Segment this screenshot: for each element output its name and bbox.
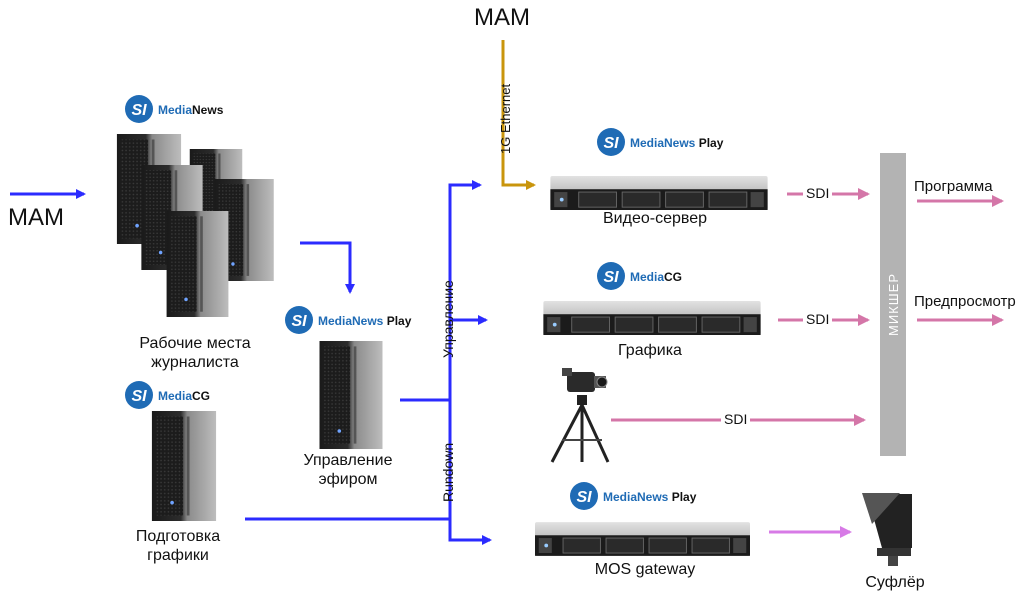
si-logo-icon: SI bbox=[125, 95, 153, 123]
graphics-label: Графика bbox=[618, 342, 682, 359]
si-logo-icon: SI bbox=[285, 306, 313, 334]
rundown-link-label: Rundown bbox=[440, 442, 456, 502]
graphics-prep-label: Подготовка графики bbox=[135, 528, 221, 564]
svg-text:SI: SI bbox=[603, 135, 619, 152]
si-logo-icon: SI bbox=[570, 482, 598, 510]
si-logo-icon: SI bbox=[597, 262, 625, 290]
video-server-label: Видео-сервер bbox=[603, 210, 707, 227]
svg-text:SI: SI bbox=[131, 102, 147, 119]
si-logo-icon: SI bbox=[597, 128, 625, 156]
mos-gateway-label: MOS gateway bbox=[594, 561, 696, 578]
control-link-label: Управление bbox=[440, 280, 456, 358]
mixer-panel bbox=[880, 153, 906, 456]
camera-tripod-icon bbox=[550, 368, 610, 463]
ethernet-label: 1G Ethernet bbox=[498, 83, 513, 154]
program-output-label: Программа bbox=[914, 178, 993, 195]
journalist-workstations bbox=[116, 134, 274, 317]
journalist-workstations-label: Рабочие места журналиста bbox=[139, 335, 251, 371]
graphics-server-icon bbox=[542, 301, 762, 335]
mixer-label: МИКШЕР bbox=[886, 272, 901, 336]
sdi-label: SDI bbox=[803, 185, 833, 201]
mam-input-label: MAM bbox=[8, 204, 64, 231]
mam-top-label: MAM bbox=[474, 4, 530, 31]
graphics-workstation-icon bbox=[151, 411, 217, 521]
playout-control-workstation-icon bbox=[319, 341, 383, 449]
sdi-label: SDI bbox=[803, 311, 833, 327]
sdi-label: SDI bbox=[721, 411, 751, 427]
prompter-label: Суфлёр bbox=[865, 574, 925, 591]
svg-text:SI: SI bbox=[603, 269, 619, 286]
playout-control-label: Управление эфиром bbox=[303, 452, 393, 488]
si-logo-icon: SI bbox=[125, 381, 153, 409]
teleprompter-icon bbox=[862, 493, 912, 566]
video-server-icon bbox=[549, 176, 769, 210]
mos-gateway-server-icon bbox=[535, 522, 750, 556]
svg-text:SI: SI bbox=[131, 388, 147, 405]
workstation-icon bbox=[166, 211, 229, 317]
preview-output-label: Предпросмотр bbox=[914, 293, 1016, 310]
svg-text:SI: SI bbox=[291, 313, 307, 330]
svg-text:SI: SI bbox=[576, 489, 592, 506]
